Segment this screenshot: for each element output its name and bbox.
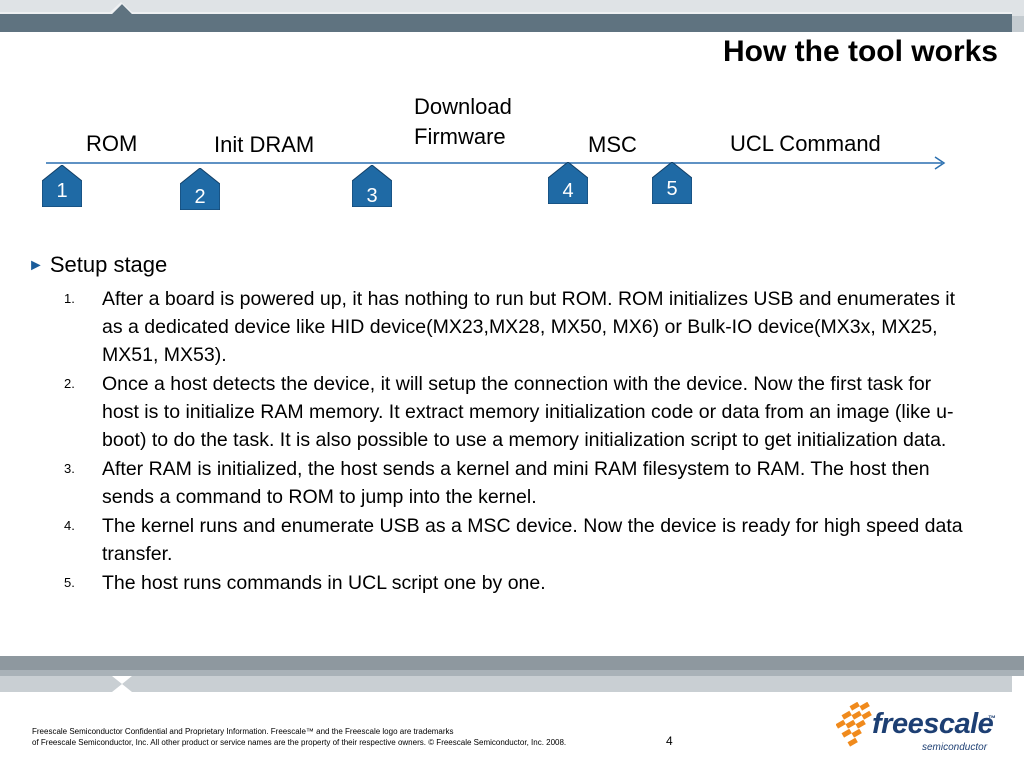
- list-item-text: After a board is powered up, it has noth…: [102, 288, 956, 366]
- list-item: 3. After RAM is initialized, the host sen…: [64, 455, 964, 511]
- legal-notice: Freescale Semiconductor Confidential and…: [32, 726, 566, 748]
- timeline-label-rom: ROM: [86, 131, 138, 156]
- list-item-number: 1.: [64, 291, 75, 306]
- list-item-text: The kernel runs and enumerate USB as a M…: [102, 515, 963, 565]
- list-item-number: 5.: [64, 575, 75, 590]
- logo-wordmark: freescale: [872, 708, 994, 740]
- step-number: 4: [562, 180, 574, 202]
- section-heading-text: Setup stage: [49, 252, 168, 277]
- step-number: 1: [56, 180, 68, 202]
- step-badge-4: 4: [548, 162, 588, 204]
- page-title: How the tool works: [722, 35, 998, 68]
- list-item-number: 2.: [64, 376, 75, 391]
- timeline-label-msc: MSC: [588, 132, 637, 157]
- page-number: 4: [666, 734, 673, 748]
- section-heading: ► Setup stage: [28, 252, 167, 278]
- step-badge-5: 5: [652, 162, 692, 204]
- list-item-text: The host runs commands in UCL script one…: [102, 572, 546, 594]
- list-item-number: 3.: [64, 461, 75, 476]
- list-item-text: Once a host detects the device, it will …: [102, 373, 954, 451]
- step-number: 3: [366, 185, 378, 207]
- list-item: 1. After a board is powered up, it has no…: [64, 285, 964, 369]
- freescale-logo-mark-icon: [836, 702, 872, 747]
- list-item-text: After RAM is initialized, the host sends…: [102, 458, 930, 508]
- logo-trademark: ™: [988, 714, 996, 723]
- step-badge-1: 1: [42, 165, 82, 207]
- process-timeline: ROM Init DRAM Download Firmware MSC UCL …: [30, 92, 960, 222]
- header-band: [0, 0, 1024, 32]
- freescale-logo: freescale ™ semiconductor: [836, 700, 996, 756]
- footer-band: [0, 656, 1024, 692]
- timeline-label-init-dram: Init DRAM: [214, 132, 315, 157]
- list-item-number: 4.: [64, 518, 75, 533]
- step-number: 5: [666, 178, 678, 200]
- bullet-arrow-icon: ►: [28, 257, 44, 274]
- logo-subtitle: semiconductor: [922, 742, 988, 753]
- timeline-label-download: Download: [414, 94, 512, 119]
- step-badge-2: 2: [180, 168, 220, 210]
- list-item: 2. Once a host detects the device, it wil…: [64, 370, 964, 454]
- legal-notice-line-1: Freescale Semiconductor Confidential and…: [32, 727, 454, 736]
- step-number: 2: [194, 186, 206, 208]
- timeline-label-ucl: UCL Command: [730, 131, 881, 156]
- setup-steps-list: 1. After a board is powered up, it has no…: [64, 285, 964, 598]
- step-badge-3: 3: [352, 165, 392, 207]
- timeline-arrow: [46, 156, 946, 170]
- timeline-label-firmware: Firmware: [414, 124, 506, 149]
- legal-notice-line-2: of Freescale Semiconductor, Inc. All oth…: [32, 738, 567, 747]
- list-item: 5. The host runs commands in UCL script o…: [64, 569, 964, 597]
- list-item: 4. The kernel runs and enumerate USB as a…: [64, 512, 964, 568]
